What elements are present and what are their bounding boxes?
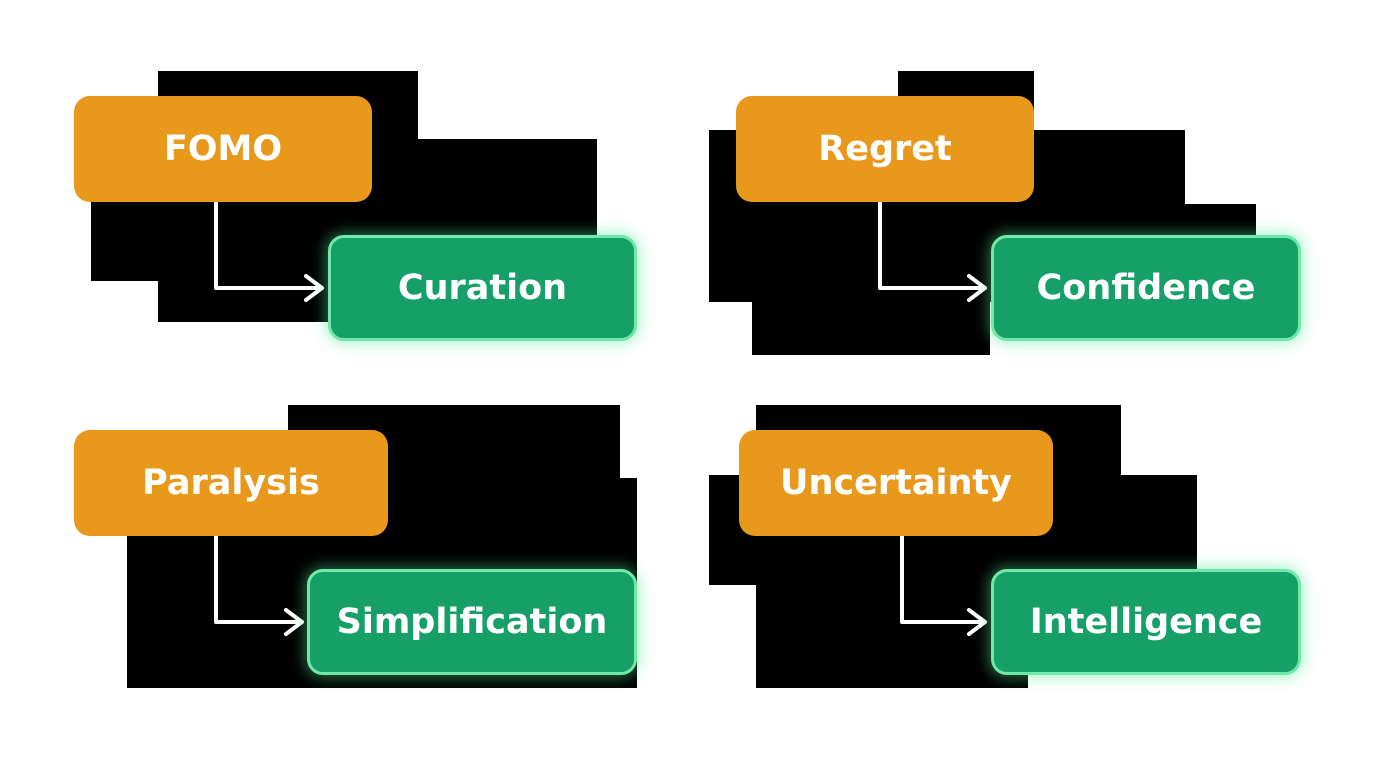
arrow-fomo-to-curation	[214, 200, 324, 302]
problem-label: Regret	[818, 129, 952, 169]
problem-box-uncertainty: Uncertainty	[739, 430, 1053, 536]
arrow-uncertainty-to-intelligence	[900, 534, 987, 636]
backdrop-block	[756, 540, 1028, 688]
problem-box-paralysis: Paralysis	[74, 430, 388, 536]
problem-label: FOMO	[163, 129, 283, 169]
solution-box-curation: Curation	[328, 235, 637, 341]
solution-label: Confidence	[1036, 268, 1256, 308]
solution-box-intelligence: Intelligence	[991, 569, 1301, 675]
arrow-regret-to-confidence	[878, 200, 987, 302]
backdrop-block	[752, 240, 990, 355]
problem-box-fomo: FOMO	[74, 96, 372, 202]
solution-label: Curation	[397, 268, 568, 308]
problem-box-regret: Regret	[736, 96, 1034, 202]
solution-box-simplification: Simplification	[307, 569, 637, 675]
problem-label: Uncertainty	[780, 463, 1012, 503]
solution-label: Simplification	[336, 602, 608, 642]
solution-label: Intelligence	[1029, 602, 1263, 642]
solution-box-confidence: Confidence	[991, 235, 1301, 341]
arrow-paralysis-to-simplification	[214, 534, 304, 636]
problem-label: Paralysis	[142, 463, 320, 503]
